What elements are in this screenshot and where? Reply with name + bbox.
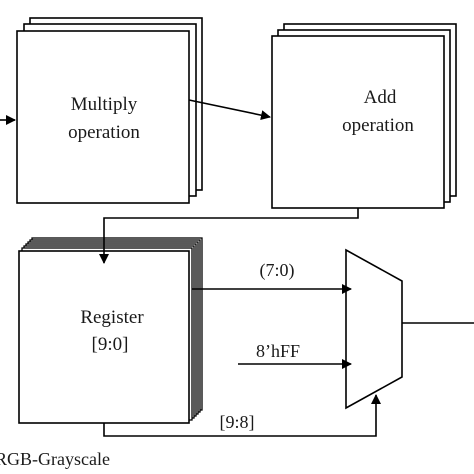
register-block-label-line1: Register (80, 307, 144, 328)
saturate-value-label: 8’hFF (256, 341, 300, 361)
multiply-block-label-line1: Multiply (71, 94, 138, 115)
multiply-operation-block: Multiply operation (16, 17, 203, 204)
low-bits-label: (7:0) (260, 260, 295, 281)
add-operation-block: Add operation (271, 23, 457, 209)
add-block-label-line2: operation (342, 115, 414, 136)
multiply-block-label-line2: operation (68, 122, 140, 143)
register-block-label-line2: [9:0] (92, 334, 129, 355)
register-block: Register [9:0] (18, 237, 203, 424)
high-bits-select-arrow (103, 394, 381, 437)
add-to-register-arrow (99, 208, 359, 264)
figure-caption: RGB-Grayscale (0, 449, 110, 469)
high-bits-label: [9:8] (220, 412, 255, 432)
add-block-label-line1: Add (364, 87, 397, 108)
multiply-to-add-arrow (188, 99, 271, 121)
multiplexer (345, 248, 403, 410)
